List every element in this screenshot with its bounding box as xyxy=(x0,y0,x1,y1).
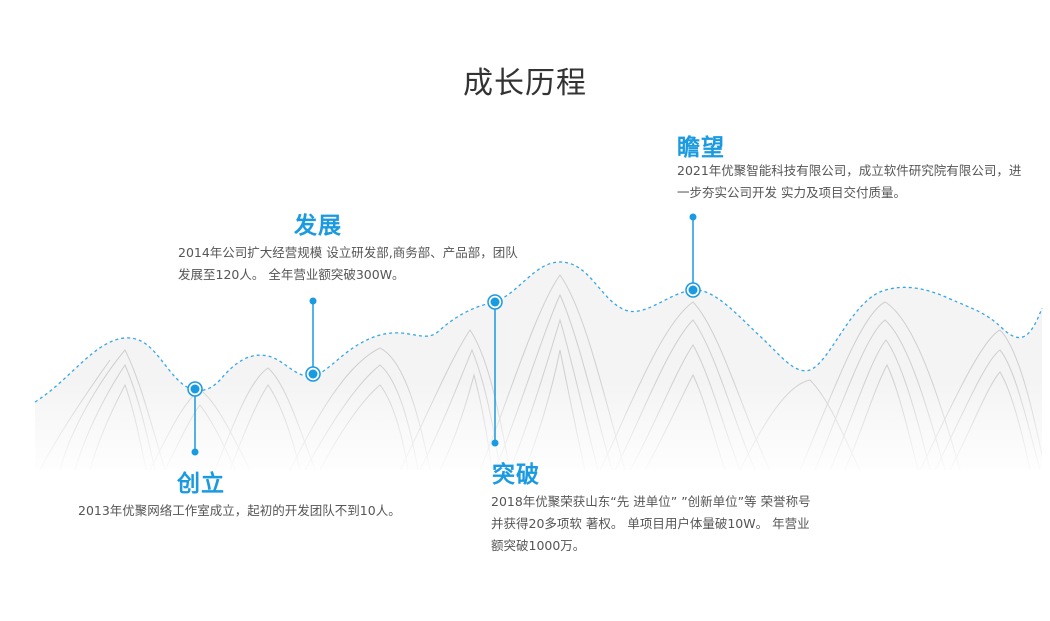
ridge-dashed-line xyxy=(34,261,1043,403)
milestone-4-desc: 2021年优聚智能科技有限公司，成立软件研究院有限公司，进一步夯实公司开发 实力… xyxy=(677,163,1022,200)
milestone-3-title: 突破 xyxy=(492,462,540,488)
milestone-marker-2 xyxy=(305,297,321,382)
milestone-2-title: 发展 xyxy=(294,213,342,239)
milestone-4-title: 瞻望 xyxy=(677,135,725,161)
milestone-1-desc: 2013年优聚网络工作室成立，起初的开发团队不到10人。 xyxy=(78,503,401,518)
milestone-1-title: 创立 xyxy=(177,471,225,497)
milestone-3-desc: 2018年优聚荣获山东“先 进单位” ”创新单位”等 荣誉称号并获得20多项软 … xyxy=(491,494,811,553)
milestone-marker-3 xyxy=(487,294,503,447)
mountain-body xyxy=(35,262,1042,470)
page-title: 成长历程 xyxy=(463,66,587,101)
milestone-2-desc: 2014年公司扩大经营规模 设立研发部,商务部、产品部，团队发展至120人。 全… xyxy=(178,245,518,282)
milestone-marker-4 xyxy=(685,213,701,298)
milestone-marker-1 xyxy=(187,381,203,456)
